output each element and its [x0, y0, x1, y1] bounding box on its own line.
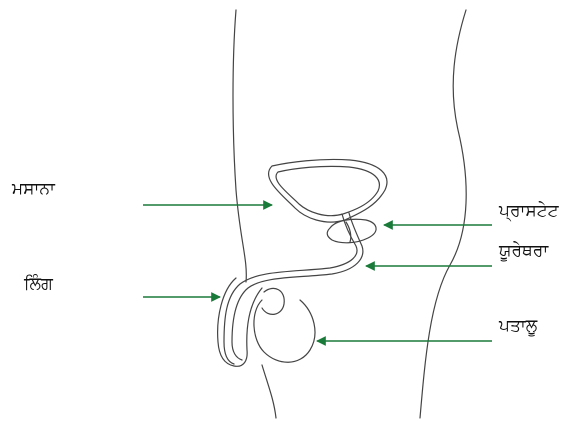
body-outline-front: [420, 10, 466, 418]
leg-outline: [262, 365, 276, 418]
label-prostate: ਪ੍ਰਾਸਟੇਟ: [499, 203, 558, 220]
label-bladder: ਮਸਾਨਾ: [12, 181, 55, 198]
label-testis: ਪਤਾਲੂ: [499, 318, 537, 335]
label-penis: ਲਿੰਗ: [24, 276, 53, 293]
body-outline-back: [233, 10, 246, 282]
bladder-inner: [276, 166, 379, 215]
epididymis: [262, 288, 284, 314]
bladder-outer: [269, 159, 387, 222]
urethra-inner: [232, 213, 363, 360]
label-urethra: ਯੂਰੇਥਰਾ: [499, 243, 548, 260]
